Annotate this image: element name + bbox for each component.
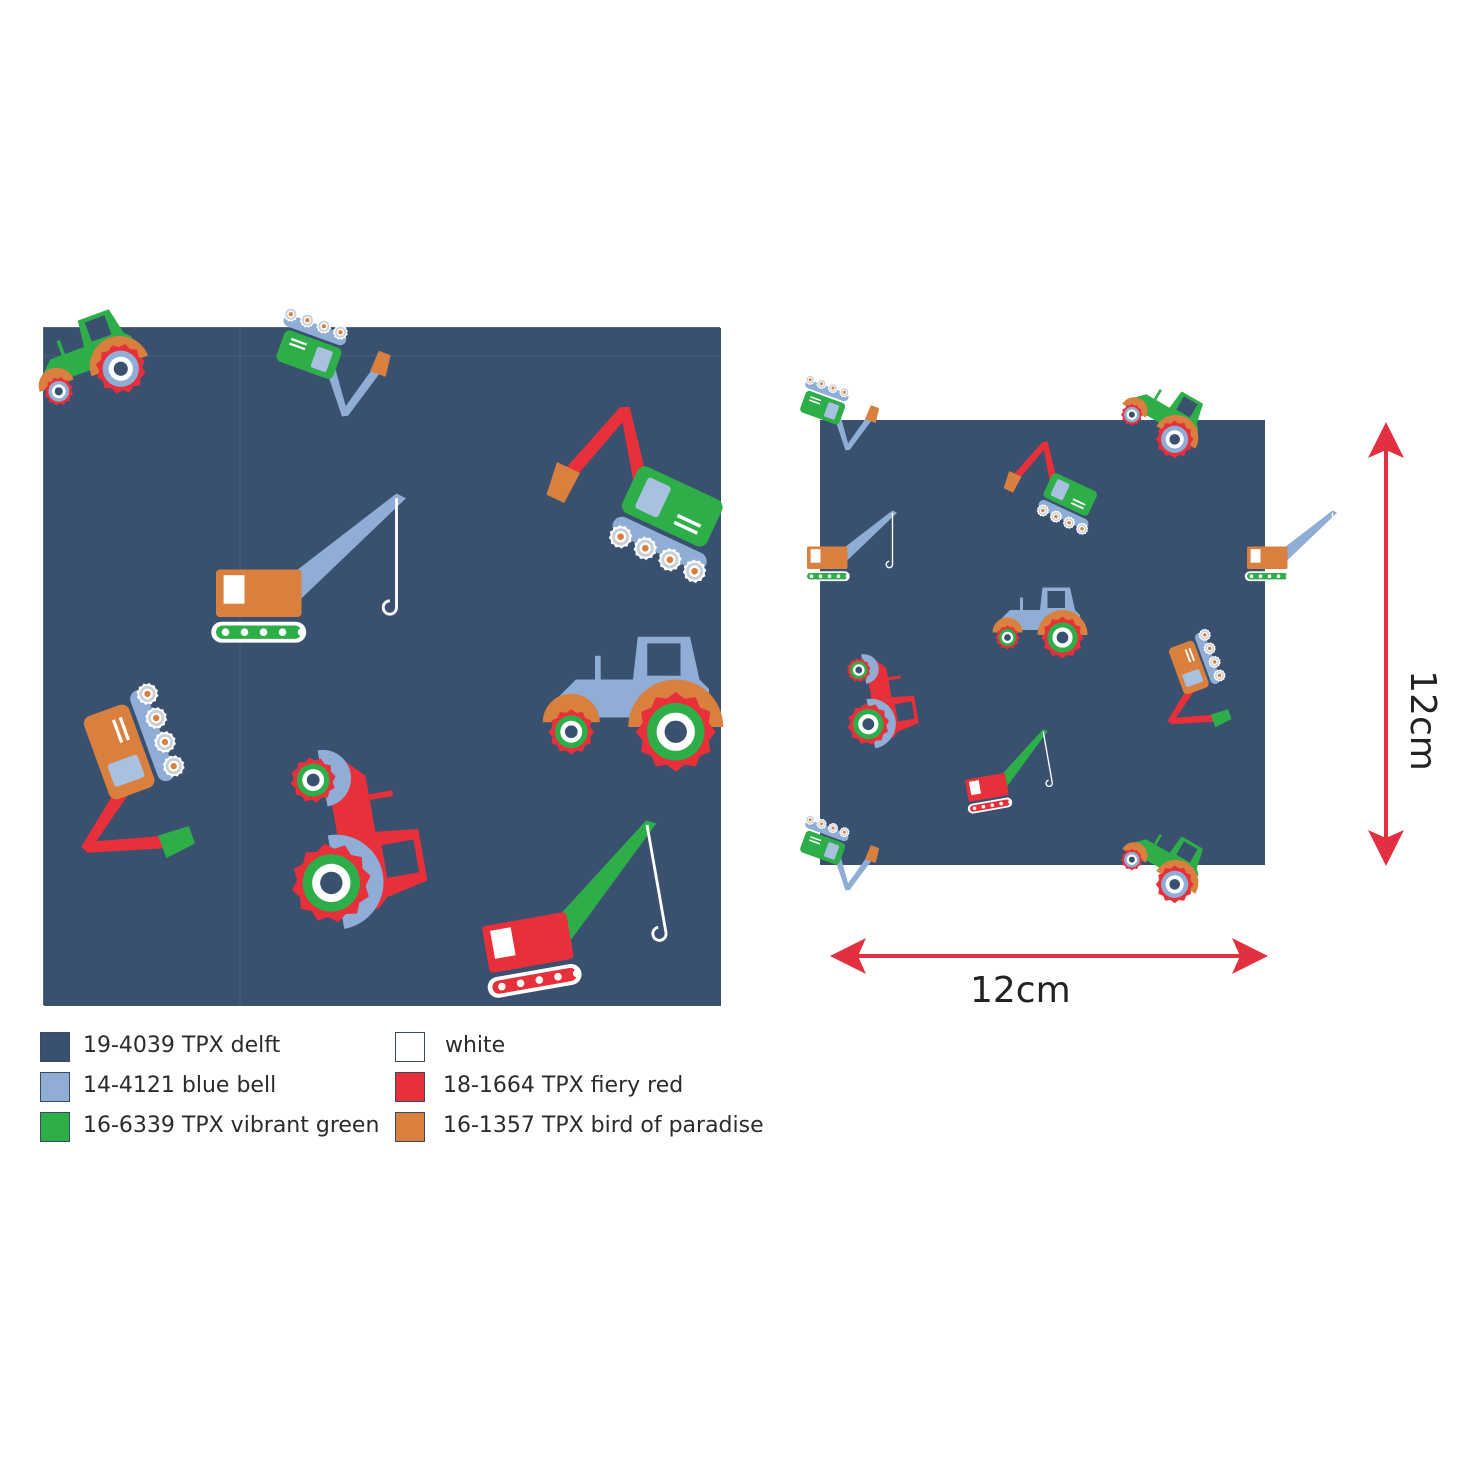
- swatch-label-fiery-red: 18-1664 TPX fiery red: [443, 1073, 684, 1098]
- swatch-white: [395, 1032, 425, 1062]
- width-dimension-label: 12cm: [970, 970, 1071, 1011]
- height-dimension-label: 12cm: [1401, 670, 1443, 771]
- swatch-delft: [40, 1032, 70, 1062]
- excavator-icon: [1003, 441, 1097, 536]
- swatch-label-white: white: [445, 1033, 506, 1058]
- excavator-icon: [800, 374, 880, 451]
- swatch-blue-bell: [40, 1072, 70, 1102]
- repeat-tile-view: [795, 370, 1355, 930]
- excavator-icon: [276, 306, 391, 417]
- excavator-icon: [81, 682, 196, 859]
- tractor-icon: [542, 636, 724, 772]
- excavator-icon: [800, 814, 880, 891]
- swatch-label-delft: 19-4039 TPX delft: [83, 1033, 281, 1058]
- swatch-bird-of-paradise: [395, 1112, 425, 1142]
- vertical-dimension-arrow: [1368, 422, 1404, 866]
- horizontal-dimension-arrow: [830, 938, 1268, 974]
- tractor-icon: [846, 654, 919, 749]
- tractor-icon: [1121, 834, 1204, 904]
- swatch-label-blue-bell: 14-4121 blue bell: [83, 1073, 277, 1098]
- crane-icon: [1244, 510, 1337, 582]
- pattern-panel: [38, 306, 724, 1006]
- crane-icon: [211, 493, 406, 643]
- swatch-vibrant-green: [40, 1112, 70, 1142]
- tractor-icon: [38, 309, 148, 406]
- swatch-label-bird-of-paradise: 16-1357 TPX bird of paradise: [443, 1113, 764, 1138]
- excavator-icon: [546, 406, 723, 584]
- pattern-artwork: [38, 306, 724, 1006]
- crane-icon: [804, 510, 897, 582]
- excavator-icon: [1167, 628, 1232, 728]
- crane-icon: [965, 729, 1053, 814]
- tractor-icon: [992, 587, 1088, 659]
- tractor-icon: [290, 749, 428, 929]
- crane-icon: [482, 820, 668, 998]
- swatch-fiery-red: [395, 1072, 425, 1102]
- tractor-icon: [1121, 389, 1204, 459]
- repeat-tile-artwork: [800, 374, 1337, 904]
- swatch-label-vibrant-green: 16-6339 TPX vibrant green: [83, 1113, 380, 1138]
